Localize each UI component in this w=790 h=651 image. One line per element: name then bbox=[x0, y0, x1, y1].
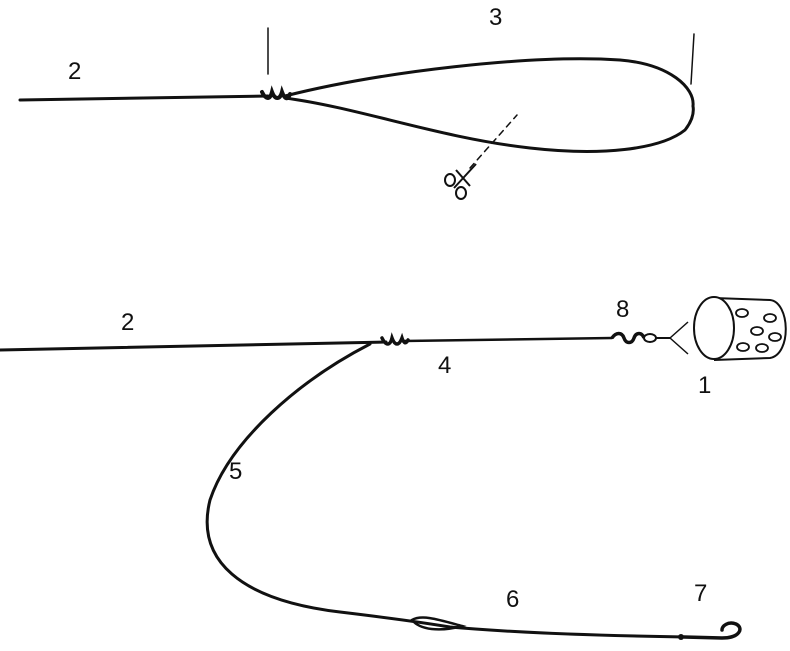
label-main-line-top: 2 bbox=[68, 58, 82, 85]
leader-section-line bbox=[402, 336, 614, 343]
top-figure bbox=[18, 27, 695, 169]
label-feeder: 1 bbox=[698, 372, 712, 399]
hook-icon bbox=[682, 621, 742, 640]
label-leader-section: 4 bbox=[438, 352, 452, 379]
loop-knot-bottom bbox=[380, 332, 410, 346]
loop-upper bbox=[283, 57, 695, 108]
label-hooklength-end: 6 bbox=[506, 586, 520, 613]
label-hooklength: 5 bbox=[229, 458, 243, 485]
label-loop: 3 bbox=[489, 4, 503, 31]
label-main-line-bottom: 2 bbox=[121, 309, 135, 336]
feeder-icon bbox=[693, 296, 787, 361]
main-line-top bbox=[18, 94, 270, 102]
hook-eye bbox=[678, 634, 684, 640]
main-line-bottom bbox=[0, 340, 388, 352]
label-hook: 7 bbox=[694, 580, 708, 607]
loop-length-tick-right bbox=[690, 33, 695, 85]
swivel-icon bbox=[610, 321, 689, 355]
bottom-figure bbox=[0, 332, 687, 640]
cut-guide-line bbox=[469, 114, 518, 169]
loop-lower bbox=[283, 96, 695, 153]
loop-knot bbox=[260, 85, 292, 101]
hooklength-line bbox=[205, 342, 687, 639]
hooklength-loop-connection bbox=[410, 616, 467, 631]
label-swivel: 8 bbox=[616, 296, 630, 323]
scissors-icon bbox=[444, 163, 477, 200]
